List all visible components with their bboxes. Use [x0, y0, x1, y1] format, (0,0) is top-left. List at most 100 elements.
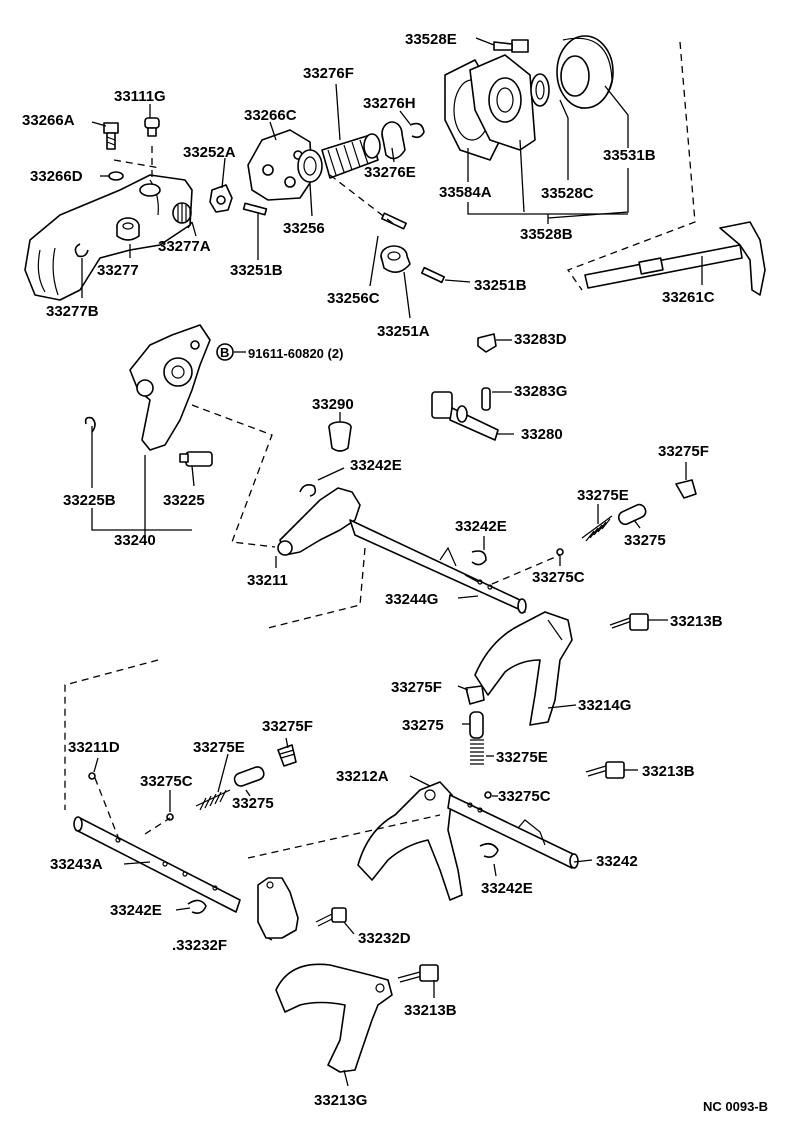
- part-33211: [277, 487, 361, 556]
- part-labels: 33528E 33276F 33111G 33266A 33266C 33276…: [22, 31, 768, 1114]
- part-33256C: [380, 245, 411, 273]
- label-33277: 33277: [97, 262, 139, 279]
- label-33111G: 33111G: [114, 88, 166, 105]
- label-33252A: 33252A: [183, 144, 236, 161]
- part-33275E-a: [581, 515, 613, 542]
- part-33213B-b: [585, 761, 625, 779]
- part-33275C-c: [484, 791, 492, 799]
- part-33283G: [481, 387, 491, 411]
- part-33280: [431, 391, 499, 441]
- label-33213G: 33213G: [314, 1092, 367, 1109]
- label-33251B-b: 33251B: [474, 277, 527, 294]
- label-33275-c: 33275: [232, 795, 274, 812]
- part-33111G: [144, 117, 160, 137]
- diagram-code: NC 0093-B: [703, 1099, 768, 1114]
- label-33240: 33240: [114, 532, 156, 549]
- part-33232D: [315, 907, 347, 927]
- label-33528C: 33528C: [541, 185, 594, 202]
- part-33275F-c: [277, 744, 297, 767]
- label-33266C: 33266C: [244, 107, 297, 124]
- label-33531B: 33531B: [603, 147, 656, 164]
- part-33276E: [381, 121, 406, 160]
- bolt-ref-symbol: [216, 343, 234, 361]
- part-33243A: [73, 816, 241, 913]
- dashed-guides: [64, 41, 696, 859]
- label-33211D: 33211D: [68, 739, 120, 756]
- part-33214G: [474, 611, 573, 726]
- part-33277: [116, 217, 140, 241]
- part-33232F: [257, 877, 299, 939]
- label-33528B: 33528B: [520, 226, 573, 243]
- part-33256: [297, 149, 323, 183]
- leader-lines: [81, 37, 703, 1087]
- label-33275E-b: 33275E: [193, 739, 245, 756]
- part-33244G: [349, 519, 527, 614]
- part-33275F-b: [465, 685, 485, 705]
- label-33232F: .33232F: [172, 937, 227, 954]
- label-33266A: 33266A: [22, 112, 75, 129]
- label-33232D: 33232D: [358, 930, 411, 947]
- part-33275E-c: [195, 789, 231, 811]
- part-33290: [328, 421, 352, 452]
- label-33214G: 33214G: [578, 697, 631, 714]
- part-33225B: [84, 416, 96, 433]
- part-33528C: [530, 73, 550, 107]
- label-33584A: 33584A: [439, 184, 492, 201]
- label-33242E-a: 33242E: [350, 457, 402, 474]
- bolt-ref-letter: B: [220, 345, 229, 360]
- label-33244G: 33244G: [385, 591, 438, 608]
- part-33213B-a: [609, 613, 649, 631]
- part-33242E-a: [299, 484, 317, 497]
- label-33225: 33225: [163, 492, 205, 509]
- part-33531B: [556, 35, 614, 109]
- label-33275C-b: 33275C: [140, 773, 193, 790]
- label-33283D: 33283D: [514, 331, 567, 348]
- extension-housing: [24, 174, 193, 301]
- part-33283D: [477, 333, 497, 353]
- label-33275C-c: 33275C: [498, 788, 551, 805]
- part-33252A: [209, 184, 233, 213]
- part-33277A: [172, 202, 192, 224]
- part-33266D: [108, 171, 124, 181]
- part-33528B: [469, 54, 536, 151]
- part-33276H: [409, 122, 425, 139]
- label-33528E: 33528E: [405, 31, 457, 48]
- label-33275-b: 33275: [402, 717, 444, 734]
- label-33275F-b: 33275F: [391, 679, 442, 696]
- label-33225B: 33225B: [63, 492, 116, 509]
- part-33275-b: [469, 711, 484, 739]
- label-33213B-a: 33213B: [670, 613, 723, 630]
- label-33251A: 33251A: [377, 323, 430, 340]
- part-33212A: [357, 781, 463, 901]
- label-33276H: 33276H: [363, 95, 416, 112]
- part-33275E-b: [470, 739, 484, 765]
- part-33251B-a: [242, 202, 268, 216]
- label-bolt-91611: 91611-60820 (2): [248, 346, 343, 361]
- part-33277B: [74, 243, 89, 258]
- part-33242: [447, 794, 579, 869]
- label-33276F: 33276F: [303, 65, 354, 82]
- label-33266D: 33266D: [30, 168, 83, 185]
- part-33261C: [584, 221, 766, 296]
- part-33251B-b: [420, 266, 446, 284]
- label-33242E-b: 33242E: [455, 518, 507, 535]
- part-33276F: [321, 133, 381, 179]
- label-33256: 33256: [283, 220, 325, 237]
- label-33275-a: 33275: [624, 532, 666, 549]
- label-33242: 33242: [596, 853, 638, 870]
- label-33275C-a: 33275C: [532, 569, 585, 586]
- part-33242E-b: [471, 550, 487, 566]
- label-33213B-c: 33213B: [404, 1002, 457, 1019]
- label-33277B: 33277B: [46, 303, 99, 320]
- part-33275-c: [233, 766, 265, 787]
- label-33212A: 33212A: [336, 768, 389, 785]
- part-33528E: [493, 39, 529, 53]
- label-33283G: 33283G: [514, 383, 567, 400]
- part-33275-a: [617, 503, 647, 526]
- part-33266C: [247, 129, 313, 201]
- part-33266A: [103, 122, 119, 150]
- part-33275F-a: [675, 479, 697, 499]
- part-33275C-a: [556, 548, 564, 556]
- label-33243A: 33243A: [50, 856, 103, 873]
